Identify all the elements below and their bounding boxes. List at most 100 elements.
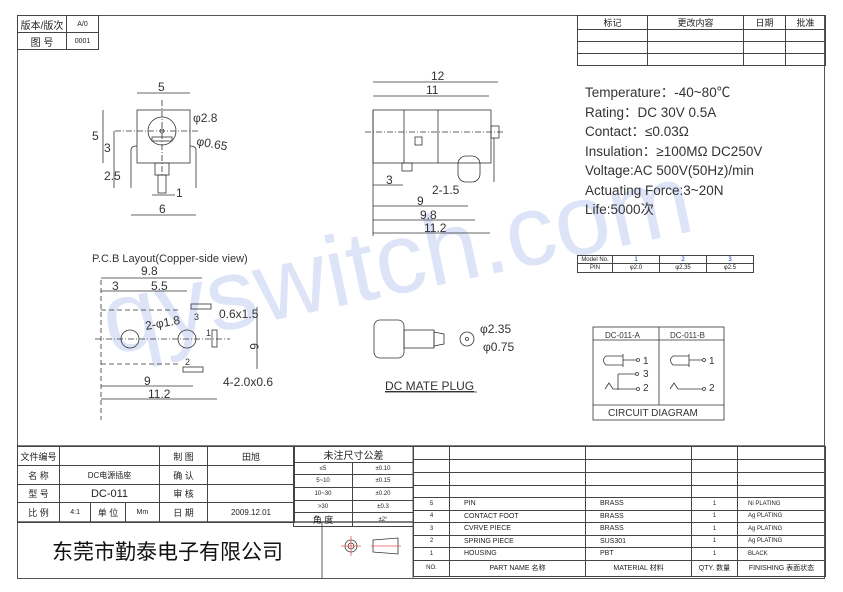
company-name: 东莞市勤泰电子有限公司 <box>52 541 283 564</box>
tol-value: ±0.10 <box>352 462 414 475</box>
dim-11: 11 <box>426 83 439 97</box>
model-label: 型 号 <box>17 484 60 503</box>
specifications: Temperature：-40~80℃ Rating：DC 30V 0.5A C… <box>585 83 762 220</box>
parts-header-name: PART NAME 名称 <box>449 559 586 577</box>
pin-3: φ2.5 <box>706 263 754 273</box>
spec-life: Life:5000次 <box>585 202 655 217</box>
circuit-diagram: DC-011-A DC-011-B 1 3 2 1 2 CIRCUIT DIAG… <box>592 326 725 421</box>
spec-rating: Rating：DC 30V 0.5A <box>585 104 717 120</box>
name-label: 名 称 <box>17 465 60 485</box>
tol-angle-label: 角 度 <box>293 512 353 527</box>
drawing-frame <box>17 15 825 579</box>
circuit-col-a: DC-011-A <box>605 331 641 340</box>
date-value: 2009.12.01 <box>207 502 295 523</box>
pcb-dim-5-5: 5.5 <box>151 279 168 293</box>
pcb-dim-11-2: 11.2 <box>148 387 171 401</box>
pcb-dim-2-phi-1-8: 2-φ1.8 <box>144 313 181 333</box>
plug-title: DC MATE PLUG <box>385 379 474 393</box>
dc-mate-plug: φ2.35 φ0.75 DC MATE PLUG <box>373 319 514 393</box>
circuit-a-pin-2: 2 <box>643 383 649 394</box>
pcb-pad-1: 1 <box>206 328 211 338</box>
date-label: 日 期 <box>159 502 208 523</box>
pcb-dim-9-8: 9.8 <box>141 264 158 278</box>
tol-range: >30 <box>293 500 353 513</box>
dim-9-side: 9 <box>417 194 424 208</box>
circuit-a-pin-3: 3 <box>643 369 649 380</box>
dim-3-side: 3 <box>386 173 393 187</box>
circuit-col-b: DC-011-B <box>670 331 705 340</box>
spec-contact: Contact：≤0.03Ω <box>585 124 689 139</box>
parts-header-qty: QTY. 数量 <box>691 559 738 577</box>
circuit-title: CIRCUIT DIAGRAM <box>608 408 698 419</box>
scale-label: 比 例 <box>17 502 60 523</box>
review-label: 审 核 <box>159 484 208 503</box>
dim-height-5: 5 <box>92 129 99 143</box>
confirm-value <box>207 465 295 485</box>
tolerance-table: 未注尺寸公差 ≤5±0.10 5~10±0.15 10~30±0.20 >30±… <box>293 446 414 527</box>
file-no-value <box>59 446 160 466</box>
dim-3: 3 <box>104 141 111 155</box>
tol-value: ±0.20 <box>352 487 414 501</box>
front-view: 5 5 3 2.5 φ2.8 φ0.65 1 6 <box>92 80 229 216</box>
unit-value: Mm <box>124 502 161 523</box>
dim-1: 1 <box>176 186 183 200</box>
spec-temperature: Temperature：-40~80℃ <box>585 85 731 100</box>
pcb-title: P.C.B Layout(Copper-side view) <box>92 253 248 265</box>
circuit-a-pin-1: 1 <box>643 356 649 367</box>
pcb-dim-9: 9 <box>144 374 151 388</box>
revision-table: 标记更改内容日期批准 <box>577 15 826 66</box>
drawn-label: 制 图 <box>159 446 208 466</box>
pcb-dim-0-6x1-5: 0.6x1.5 <box>219 307 259 321</box>
drawing-no-label: 图 号 <box>17 32 67 50</box>
plug-dim-0-75: φ0.75 <box>483 340 514 354</box>
dim-2-1-5: 2-1.5 <box>432 183 460 197</box>
pcb-pad-3: 3 <box>194 312 199 322</box>
spec-force: Actuating Force:3~20N <box>585 182 724 198</box>
tol-value: ±0.15 <box>352 474 414 488</box>
file-no-label: 文件编号 <box>17 446 60 466</box>
dim-6: 6 <box>159 202 166 216</box>
pcb-dim-4-2-0x0-6: 4-2.0x0.6 <box>223 375 273 389</box>
unit-label: 单 位 <box>90 502 126 523</box>
name-value: DC电源插座 <box>59 465 160 485</box>
parts-header-finishing: FINISHING 表面状态 <box>737 559 826 577</box>
tol-value: ±0.3 <box>352 500 414 513</box>
circuit-b-pin-1: 1 <box>709 356 715 367</box>
pcb-dim-3: 3 <box>112 279 119 293</box>
plug-dim-2-35: φ2.35 <box>480 322 511 336</box>
dim-12: 12 <box>431 69 445 83</box>
dim-phi-0-65: φ0.65 <box>195 134 228 153</box>
dim-2-5: 2.5 <box>104 169 121 183</box>
tol-range: 5~10 <box>293 474 353 488</box>
tol-angle-value: ±2° <box>352 512 414 527</box>
model-value: DC-011 <box>59 484 160 503</box>
drawn-value: 田旭 <box>207 446 295 466</box>
dim-width-5: 5 <box>158 80 165 94</box>
circuit-b-pin-2: 2 <box>709 383 715 394</box>
tol-range: ≤5 <box>293 462 353 475</box>
dim-phi-2-8: φ2.8 <box>193 111 218 125</box>
tol-range: 10~30 <box>293 487 353 501</box>
parts-header-no: NO. <box>413 559 450 577</box>
drawing-no-value: 0001 <box>66 32 99 50</box>
scale-value: 4:1 <box>58 502 92 523</box>
parts-header-material: MATERIAL 材料 <box>585 559 692 577</box>
dim-11-2-side: 11.2 <box>424 221 447 235</box>
spec-voltage: Voltage:AC 500V(50Hz)/min <box>585 163 754 178</box>
pcb-layout: P.C.B Layout(Copper-side view) 9.8 3 5.5… <box>92 253 273 420</box>
side-view: 12 11 3 2-1.5 9 9.8 11.2 <box>365 69 505 236</box>
pcb-dim-6: 6 <box>247 343 261 350</box>
pcb-pad-2: 2 <box>185 357 190 367</box>
dim-9-8-side: 9.8 <box>420 208 437 222</box>
tolerance-title: 未注尺寸公差 <box>293 446 414 463</box>
